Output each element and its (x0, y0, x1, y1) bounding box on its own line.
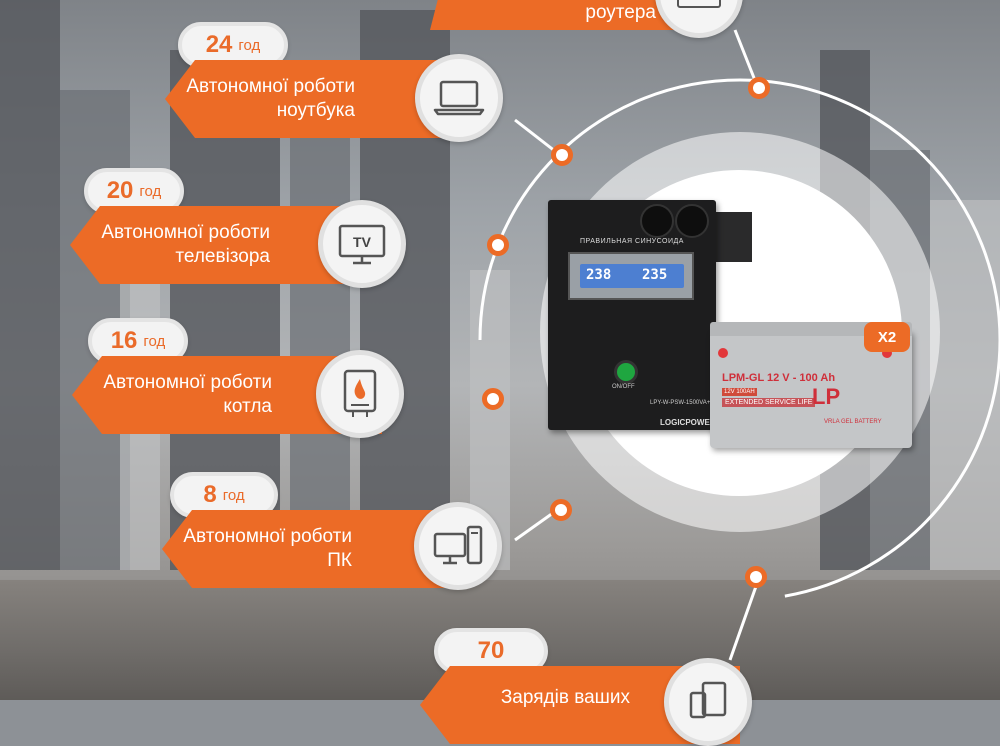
hours-unit: год (143, 332, 166, 350)
lcd-right-value: 235 (642, 267, 668, 283)
laptop-icon-circle (415, 54, 503, 142)
pc-text: Автономної роботи ПК (183, 525, 352, 573)
tv-text: Автономної роботи телевізора (101, 221, 270, 269)
hours-value: 16 (110, 327, 138, 354)
battery-terminal (882, 348, 892, 358)
battery-extended: EXTENDED SERVICE LIFE (722, 398, 816, 407)
hours-unit: год (238, 36, 261, 54)
pc-banner: Автономної роботи ПК (162, 510, 462, 588)
desktop-pc-icon (433, 525, 483, 565)
connector-dot (745, 566, 767, 588)
boiler-text: Автономної роботи котла (103, 371, 272, 419)
router-icon (677, 0, 721, 8)
pc-line2: ПК (327, 550, 352, 571)
inverter-label: ПРАВИЛЬНАЯ СИНУСОИДА (580, 238, 684, 245)
inverter-brand: LOGICPOWER (660, 418, 716, 427)
boiler-icon (343, 369, 377, 417)
router-banner: роутера (430, 0, 690, 30)
inverter-display: 238 235 (568, 252, 694, 300)
battery-lid (710, 322, 912, 336)
boiler-icon-circle (316, 350, 404, 438)
inverter-lcd: 238 235 (580, 264, 684, 288)
battery-model: LPM-GL 12 V - 100 Ah (722, 372, 836, 384)
inverter-switch-label: ON/OFF (612, 384, 635, 390)
count-value: 70 (477, 637, 505, 664)
router-label: роутера (585, 2, 656, 23)
pc-icon-circle (414, 502, 502, 590)
tv-line1: Автономної роботи (101, 222, 270, 243)
hours-value: 20 (106, 177, 134, 204)
inverter-body (548, 200, 716, 430)
hours-value: 24 (205, 31, 233, 58)
battery-logo: LP (812, 384, 841, 409)
inverter-fan (640, 204, 674, 238)
laptop-line1: Автономної роботи (186, 76, 355, 97)
battery-type: VRLA GEL BATTERY (824, 419, 882, 425)
battery-volt: 12V 100AH (722, 388, 757, 396)
multiplier-badge: X2 (864, 322, 910, 352)
boiler-line1: Автономної роботи (103, 372, 272, 393)
lcd-left-value: 238 (586, 267, 612, 283)
connector-dot (551, 144, 573, 166)
pc-line1: Автономної роботи (183, 526, 352, 547)
boiler-line2: котла (223, 396, 272, 417)
phone-tablet-icon-circle (664, 658, 752, 746)
charges-line1: Зарядів ваших (500, 687, 630, 708)
inverter-fan (675, 204, 709, 238)
tv-icon: TV (338, 224, 386, 265)
inverter-bracket (712, 212, 752, 262)
hours-unit: год (222, 486, 245, 504)
tv-line2: телевізора (175, 246, 270, 267)
laptop-icon (433, 80, 485, 116)
hours-unit: год (139, 182, 162, 200)
connector-dot (482, 388, 504, 410)
laptop-line2: ноутбука (276, 100, 355, 121)
building (0, 0, 60, 570)
battery-terminal (718, 348, 728, 358)
tv-icon-circle: TV (318, 200, 406, 288)
connector-dot (748, 77, 770, 99)
connector-dot (487, 234, 509, 256)
inverter-power-button (614, 360, 638, 384)
connector-dot (550, 499, 572, 521)
hours-value: 8 (203, 481, 217, 508)
building (290, 130, 350, 570)
laptop-text: Автономної роботи ноутбука (186, 75, 355, 123)
tv-icon-text: TV (353, 234, 372, 250)
inverter-model: LPY-W-PSW-1500VA+ (650, 400, 711, 406)
phone-tablet-icon (689, 681, 727, 719)
